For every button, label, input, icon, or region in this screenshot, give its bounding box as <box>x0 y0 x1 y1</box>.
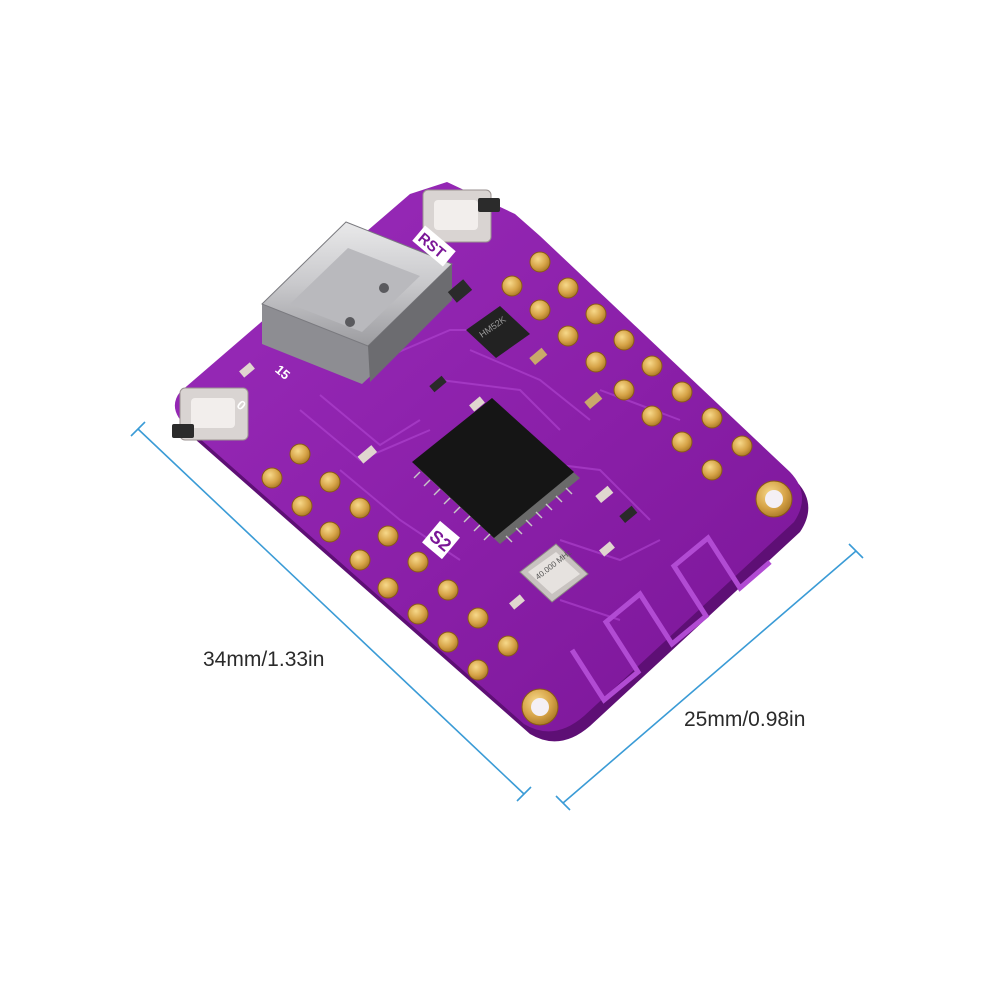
length-dimension-line <box>130 421 532 802</box>
pcb-antenna <box>569 534 772 704</box>
boot-button <box>172 387 249 441</box>
header-pins-left <box>261 443 519 681</box>
usb-c-connector <box>261 221 453 384</box>
width-dimension-label: 25mm/0.98in <box>684 708 806 731</box>
mounting-holes <box>521 480 793 726</box>
pcb-traces <box>299 329 681 621</box>
header-pins-right <box>501 251 753 481</box>
smd-components <box>239 279 638 610</box>
width-dimension-line <box>555 543 864 811</box>
reset-button <box>422 189 500 243</box>
esp32-s2-chip <box>412 398 580 544</box>
crystal: 40.000 MHz <box>519 543 589 603</box>
ldo-regulator: HM52K <box>466 306 530 358</box>
length-dimension-label: 34mm/1.33in <box>203 648 325 671</box>
